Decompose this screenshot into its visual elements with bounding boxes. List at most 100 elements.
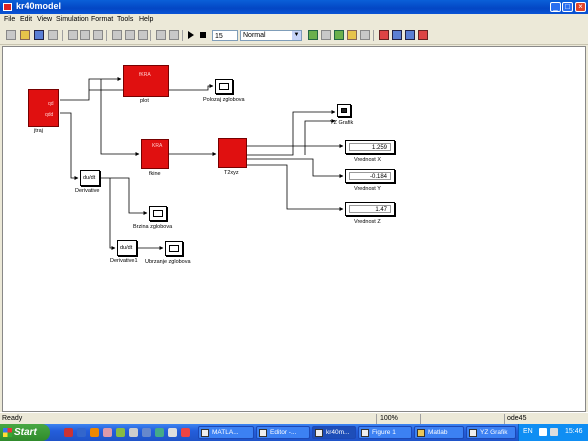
start-button[interactable]: Start xyxy=(0,424,50,441)
scope-icon xyxy=(219,83,229,90)
display-z-label: Vrednost Z xyxy=(354,219,381,225)
chevron-down-icon[interactable]: ▼ xyxy=(292,31,301,40)
yz-grafik-block[interactable] xyxy=(337,104,351,117)
jtraj-label: jtraj xyxy=(34,128,43,134)
brzina-label: Brzina zglobova xyxy=(133,224,173,230)
system-tray: EN 15:46 xyxy=(518,424,588,441)
line-derivative-derivative1 xyxy=(109,178,116,250)
taskbar-item-matlab[interactable]: MATLA... xyxy=(198,426,254,439)
advisor-icon[interactable] xyxy=(418,30,428,40)
line-t2xyz-y xyxy=(247,158,344,178)
simulink-icon xyxy=(315,429,323,437)
build-icon[interactable] xyxy=(308,30,318,40)
model-canvas[interactable]: qd qdd jtraj fKRA plot KRA fkine T2xyz d… xyxy=(2,46,586,412)
window-title: kr40model xyxy=(16,1,62,11)
title-bar[interactable]: kr40model _ □ × xyxy=(0,0,588,14)
menu-format[interactable]: Format xyxy=(91,16,114,23)
open-icon[interactable] xyxy=(20,30,30,40)
stop-simulation-icon[interactable] xyxy=(200,32,206,38)
model-browser-icon[interactable] xyxy=(392,30,402,40)
save-icon[interactable] xyxy=(34,30,44,40)
t2xyz-block[interactable] xyxy=(218,138,247,168)
tray-icon[interactable] xyxy=(539,428,547,436)
quicklaunch-icon[interactable] xyxy=(142,428,151,437)
menu-view[interactable]: View xyxy=(37,16,53,23)
quicklaunch-icon[interactable] xyxy=(155,428,164,437)
start-label: Start xyxy=(14,427,37,438)
polozaj-scope-block[interactable] xyxy=(215,79,233,94)
clock[interactable]: 15:46 xyxy=(565,428,583,435)
taskbar-item-yz-grafik[interactable]: YZ Grafik xyxy=(466,426,516,439)
taskbar-item-kr40model[interactable]: kr40m... xyxy=(312,426,356,439)
taskbar-item-matlab-folder[interactable]: Matlab xyxy=(414,426,464,439)
forward-icon[interactable] xyxy=(125,30,135,40)
debugger-icon[interactable] xyxy=(360,30,370,40)
jtraj-block[interactable]: qd qdd xyxy=(28,89,59,127)
derivative-block[interactable]: du/dt xyxy=(80,170,100,186)
display-x-label: Vrednost X xyxy=(354,157,382,163)
plot-label: plot xyxy=(140,98,149,104)
close-button[interactable]: × xyxy=(575,2,586,12)
line-t2xyz-grafik1 xyxy=(247,110,336,156)
firefox-icon[interactable] xyxy=(90,428,99,437)
volume-icon[interactable] xyxy=(550,428,558,436)
display-z-value: 1.47 xyxy=(349,205,391,213)
quicklaunch-icon[interactable] xyxy=(116,428,125,437)
polozaj-label: Polozaj zglobova xyxy=(203,97,245,103)
minimize-button[interactable]: _ xyxy=(550,2,561,12)
acrobat-icon[interactable] xyxy=(64,428,73,437)
paste-icon[interactable] xyxy=(93,30,103,40)
line-derivative-brzina xyxy=(100,177,148,215)
cut-icon[interactable] xyxy=(68,30,78,40)
back-icon[interactable] xyxy=(112,30,122,40)
yz-grafik-label: YZ Grafik xyxy=(330,120,354,126)
brzina-scope-block[interactable] xyxy=(149,206,167,221)
display-y-block[interactable]: -0.184 xyxy=(345,169,395,183)
menu-simulation[interactable]: Simulation xyxy=(56,16,89,23)
ubrzanje-scope-block[interactable] xyxy=(165,241,183,256)
simulation-mode-select[interactable]: Normal ▼ xyxy=(240,30,302,41)
language-indicator[interactable]: EN xyxy=(523,428,533,435)
derivative1-block[interactable]: du/dt xyxy=(117,240,137,256)
new-model-icon[interactable] xyxy=(6,30,16,40)
line-t2xyz-grafik2 xyxy=(304,119,336,155)
taskbar-item-editor[interactable]: Editor -... xyxy=(256,426,310,439)
t2xyz-label: T2xyz xyxy=(224,170,239,176)
fkine-block-inner: KRA xyxy=(152,143,163,149)
port-values-icon[interactable] xyxy=(405,30,415,40)
ie-icon[interactable] xyxy=(77,428,86,437)
model-explorer-icon[interactable] xyxy=(347,30,357,40)
windows-logo-icon xyxy=(3,428,12,437)
maximize-button[interactable]: □ xyxy=(562,2,573,12)
taskbar-item-figure1[interactable]: Figure 1 xyxy=(358,426,412,439)
start-simulation-icon[interactable] xyxy=(188,31,194,39)
ubrzanje-label: Ubrzanje zglobova xyxy=(145,259,191,265)
menu-tools[interactable]: Tools xyxy=(117,16,134,23)
display-x-block[interactable]: 1.259 xyxy=(345,140,395,154)
display-z-block[interactable]: 1.47 xyxy=(345,202,395,216)
record-icon[interactable] xyxy=(379,30,389,40)
quicklaunch-icon[interactable] xyxy=(129,428,138,437)
library-browser-icon[interactable] xyxy=(334,30,344,40)
undo-icon[interactable] xyxy=(156,30,166,40)
redo-icon[interactable] xyxy=(169,30,179,40)
quicklaunch-icon[interactable] xyxy=(181,428,190,437)
up-icon[interactable] xyxy=(138,30,148,40)
plot-block[interactable]: fKRA xyxy=(123,65,169,97)
menu-help[interactable]: Help xyxy=(139,16,154,23)
figure-icon xyxy=(361,429,369,437)
fkine-block[interactable]: KRA xyxy=(141,139,169,169)
update-diagram-icon[interactable] xyxy=(321,30,331,40)
menu-edit[interactable]: Edit xyxy=(20,16,33,23)
derivative1-label: Derivative1 xyxy=(110,258,138,264)
line-qd-derivative xyxy=(60,112,79,180)
folder-icon xyxy=(417,429,425,437)
line-t2xyz-z xyxy=(247,164,344,211)
editor-icon xyxy=(259,429,267,437)
media-icon[interactable] xyxy=(103,428,112,437)
quicklaunch-icon[interactable] xyxy=(168,428,177,437)
copy-icon[interactable] xyxy=(80,30,90,40)
stop-time-input[interactable]: 15 xyxy=(212,30,238,41)
print-icon[interactable] xyxy=(48,30,58,40)
menu-file[interactable]: File xyxy=(4,16,16,23)
